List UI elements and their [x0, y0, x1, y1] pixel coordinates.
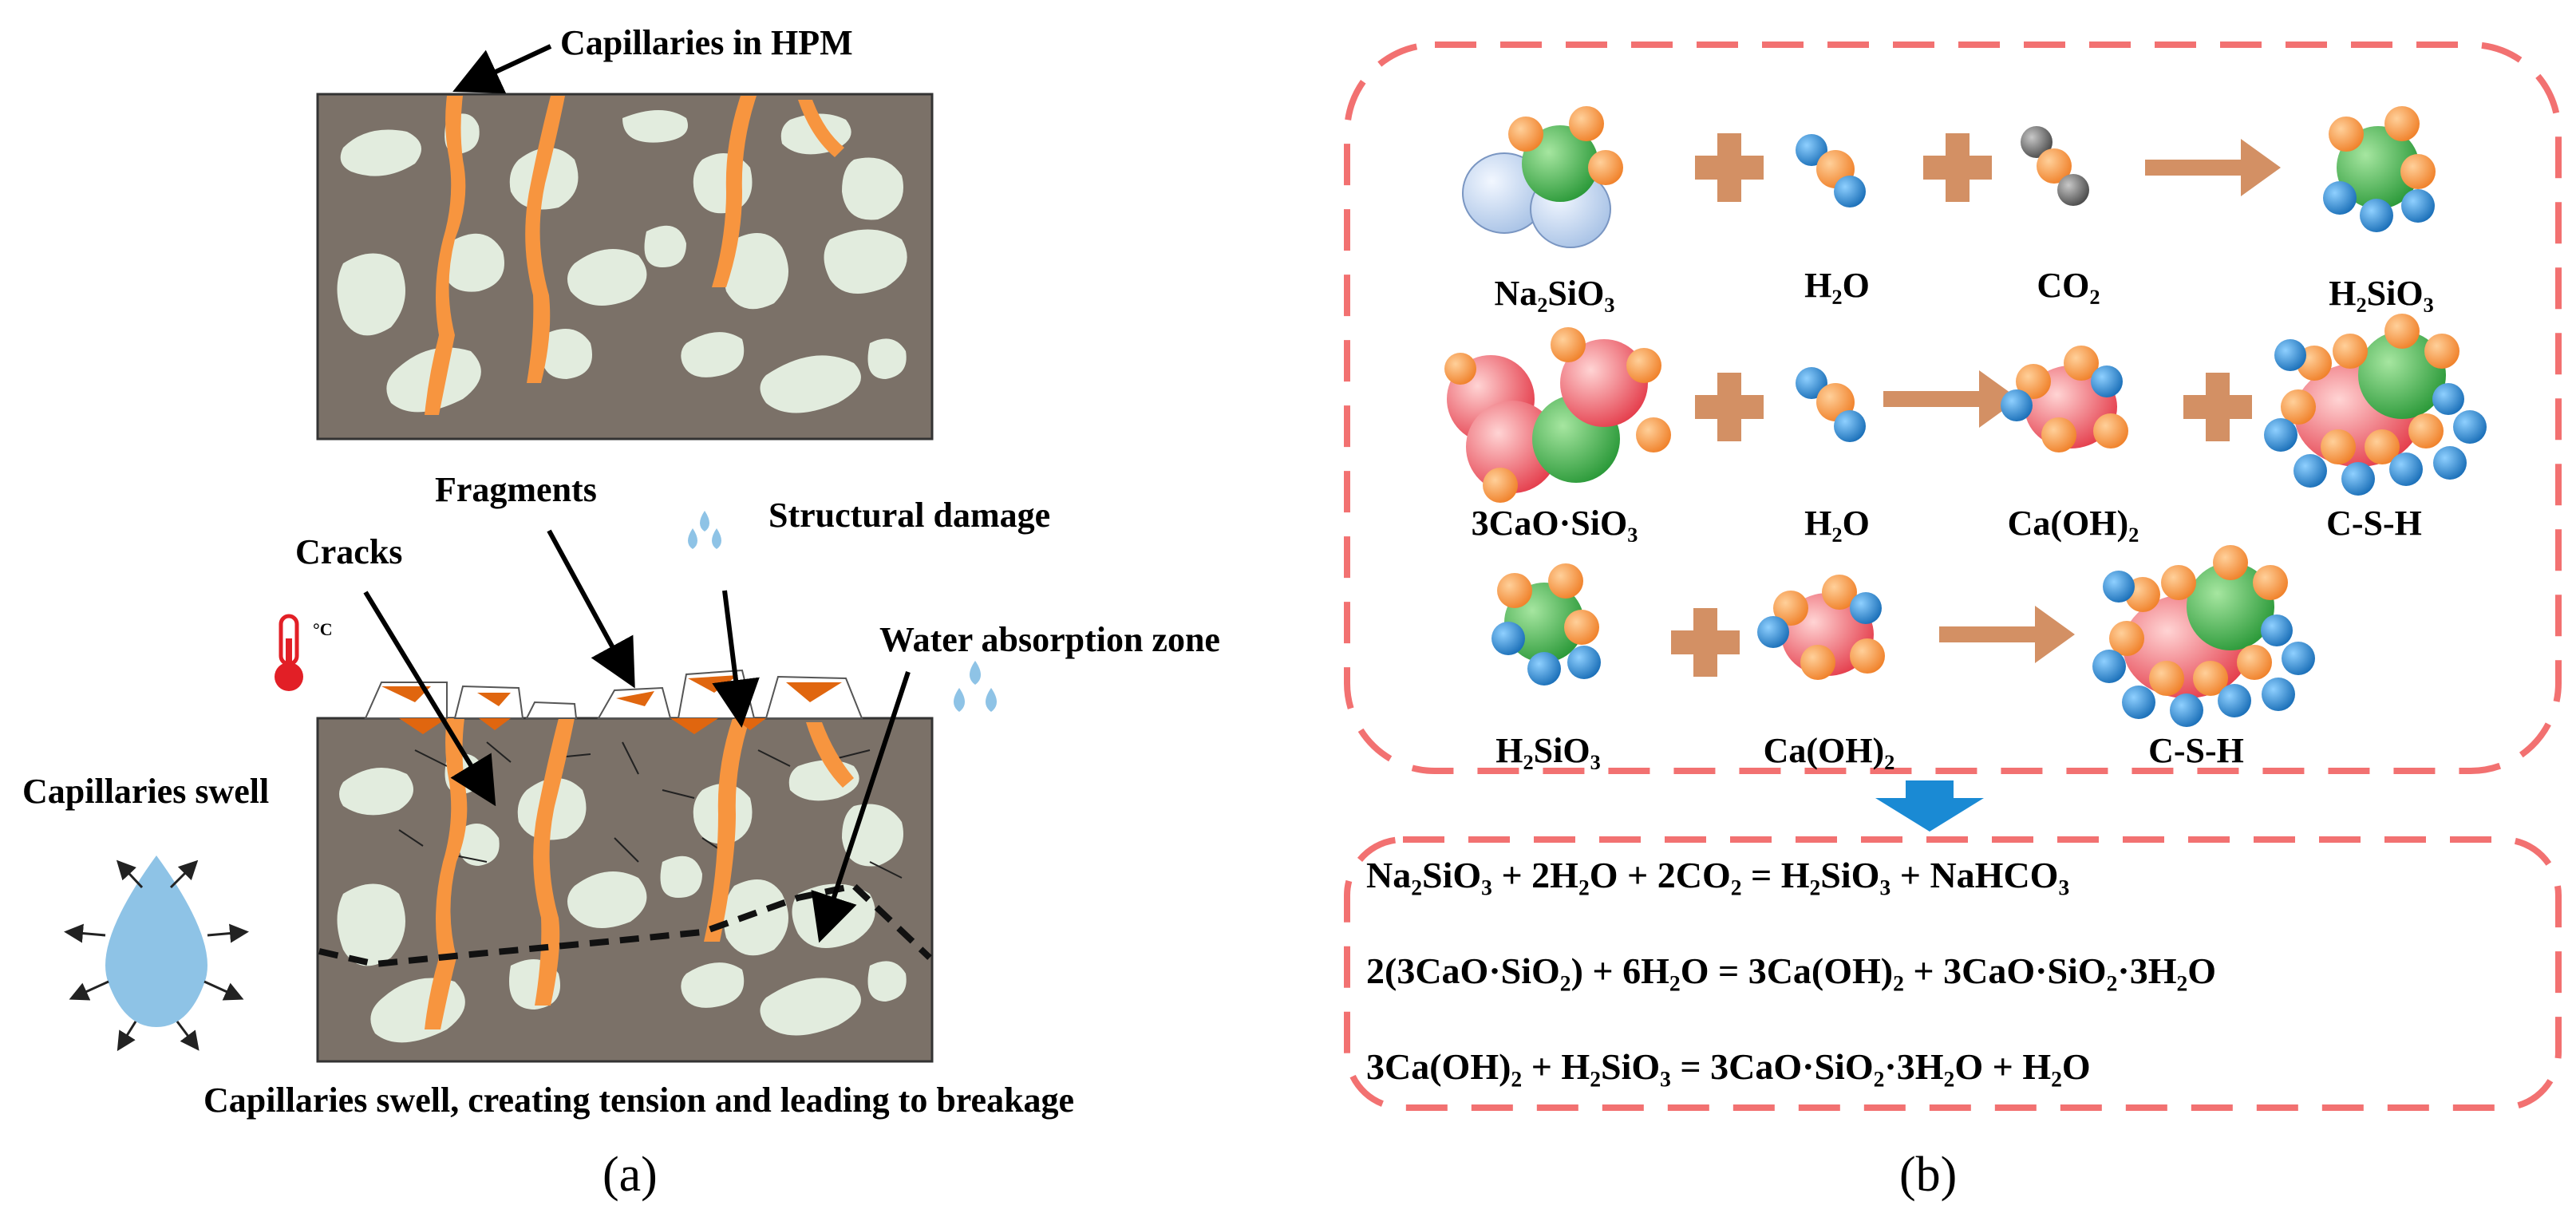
reaction-arrow	[2145, 139, 2281, 196]
water-drops-icon	[688, 511, 721, 549]
down-arrow-icon	[1875, 780, 1984, 832]
reaction-arrow	[1939, 606, 2075, 663]
c3s-molecule	[1444, 327, 1671, 503]
reaction-dashed-box	[1344, 41, 2562, 774]
row1-labels: Na₂SiO₃ H₂O CO₂ H₂SiO₃	[1494, 266, 2433, 313]
plus-icon	[1923, 133, 1992, 202]
panel-b-label: (b)	[1899, 1148, 1957, 1202]
fragments-label: Fragments	[435, 470, 597, 509]
csh-molecule	[2092, 545, 2315, 727]
row3-label-3: C-S-H	[2148, 731, 2244, 770]
equation-1: Na₂SiO₃ + 2H₂O + 2CO₂ = H₂SiO₃ + NaHCO₃	[1366, 855, 2069, 895]
h2sio3-molecule	[2323, 106, 2436, 232]
cracks-label: Cracks	[295, 532, 402, 571]
thermometer-icon	[275, 614, 303, 691]
equations-dashed-box	[1344, 836, 2562, 1111]
csh-molecule	[2264, 314, 2487, 496]
capillaries-in-hpm-label: Capillaries in HPM	[560, 23, 853, 62]
capillaries-arrow	[452, 44, 552, 93]
water-drops-right-icon	[954, 661, 997, 712]
h2sio3-molecule	[1491, 563, 1601, 686]
reaction-arrow	[1883, 370, 2019, 428]
caoh2-molecule	[1757, 575, 1885, 680]
water-absorption-arrow	[811, 671, 911, 943]
row1-label-1: Na₂SiO₃	[1494, 274, 1614, 313]
row2-label-1: 3CaO·SiO₃	[1472, 504, 1638, 543]
bottom-caption: Capillaries swell, creating tension and …	[203, 1081, 1074, 1120]
row3-molecules	[1491, 545, 2315, 727]
plus-icon	[1695, 133, 1764, 202]
structural-damage-label: Structural damage	[768, 496, 1050, 535]
capillaries-top	[425, 96, 844, 415]
row2-label-3: Ca(OH)₂	[2008, 504, 2139, 543]
na2sio3-molecule	[1462, 106, 1623, 248]
row3-label-2: Ca(OH)₂	[1764, 731, 1895, 770]
row2-label-2: H₂O	[1804, 504, 1870, 543]
swelling-drop-icon	[64, 855, 249, 1052]
row3-labels: H₂SiO₃ Ca(OH)₂ C-S-H	[1495, 731, 2244, 770]
co2-molecule	[2021, 126, 2089, 206]
hpm-block-top	[316, 93, 934, 441]
capillaries-swell-label: Capillaries swell	[22, 772, 269, 811]
panel-a: Capillaries in HPM	[22, 23, 1220, 1202]
temperature-unit: °C	[313, 619, 333, 639]
h2o-molecule	[1796, 367, 1866, 442]
hpm-block-bottom	[316, 717, 934, 1063]
fragments-arrow	[547, 529, 635, 689]
equation-2: 2(3CaO·SiO₂) + 6H₂O = 3Ca(OH)₂ + 3CaO·Si…	[1366, 950, 2216, 991]
row2-labels: 3CaO·SiO₃ H₂O Ca(OH)₂ C-S-H	[1472, 504, 2422, 543]
structural-damage-arrow	[712, 590, 760, 728]
plus-icon	[1695, 373, 1764, 441]
panel-b: Na₂SiO₃ H₂O CO₂ H₂SiO₃	[1344, 41, 2562, 1202]
cracks-arrow	[363, 591, 496, 807]
caoh2-molecule	[2001, 346, 2128, 452]
row2-label-4: C-S-H	[2326, 504, 2422, 543]
plus-icon	[1671, 608, 1740, 677]
row1-molecules	[1462, 106, 2436, 248]
row2-molecules	[1444, 314, 2487, 503]
plus-icon	[2183, 373, 2252, 441]
row1-label-4: H₂SiO₃	[2329, 274, 2434, 313]
h2o-molecule	[1796, 134, 1866, 207]
dashed-crack-line	[318, 882, 932, 968]
row3-label-1: H₂SiO₃	[1495, 731, 1601, 770]
water-absorption-zone-label: Water absorption zone	[879, 620, 1220, 659]
panel-a-label: (a)	[603, 1148, 658, 1202]
equation-3: 3Ca(OH)₂ + H₂SiO₃ = 3CaO·SiO₂·3H₂O + H₂O	[1366, 1046, 2091, 1087]
row1-label-3: CO₂	[2037, 266, 2100, 305]
row1-label-2: H₂O	[1804, 266, 1870, 305]
